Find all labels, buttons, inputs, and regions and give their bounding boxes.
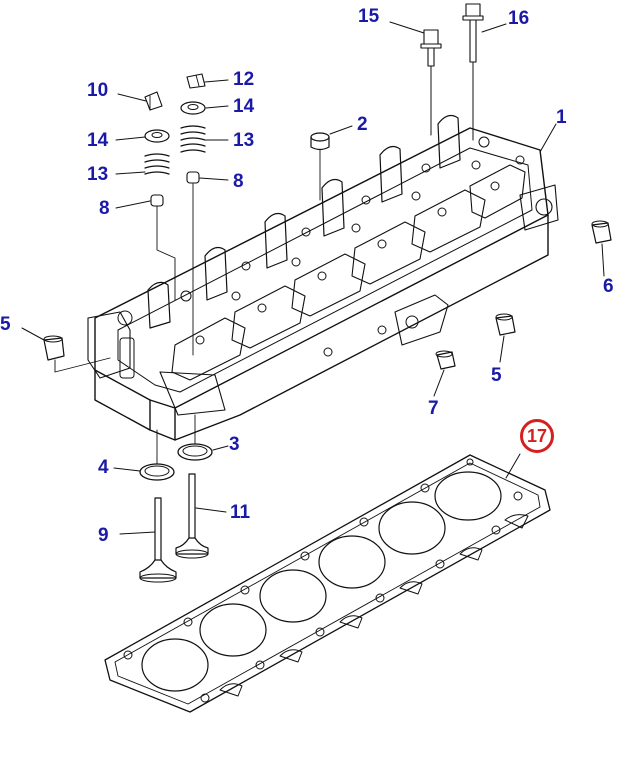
- callout-9[interactable]: 9: [98, 525, 109, 546]
- callout-4[interactable]: 4: [98, 457, 109, 478]
- callout-3[interactable]: 3: [229, 434, 240, 455]
- valve-spring-13: [144, 125, 206, 175]
- intake-valve-9: [139, 497, 177, 583]
- callout-14-upper[interactable]: 14: [233, 96, 255, 117]
- callout-10[interactable]: 10: [87, 80, 109, 101]
- callout-17-highlighted[interactable]: 17: [520, 419, 554, 453]
- callout-14-lower[interactable]: 14: [87, 130, 109, 151]
- dowel-2: [310, 132, 330, 201]
- bolt-16: [462, 3, 484, 141]
- callout-6[interactable]: 6: [603, 276, 614, 297]
- callout-13-left[interactable]: 13: [87, 164, 109, 185]
- callout-8-right[interactable]: 8: [233, 171, 244, 192]
- valve-cotter-10: [144, 91, 163, 111]
- spring-retainer-14: [144, 101, 206, 143]
- callout-11[interactable]: 11: [230, 502, 251, 523]
- callout-1[interactable]: 1: [556, 107, 567, 128]
- valve-cotter-12: [186, 73, 206, 89]
- callout-12[interactable]: 12: [233, 69, 255, 90]
- callout-5-right[interactable]: 5: [491, 365, 502, 386]
- seat-ring-3: [177, 443, 213, 461]
- callout-7[interactable]: 7: [428, 398, 439, 419]
- plug-5-left: [43, 335, 111, 373]
- callout-16[interactable]: 16: [508, 8, 530, 29]
- cylinder-head: [87, 114, 559, 441]
- exhaust-valve-11: [175, 473, 209, 559]
- plug-6: [591, 220, 612, 244]
- seat-ring-4: [139, 463, 175, 481]
- leader-lines: [21, 21, 605, 535]
- plug-5-right: [495, 313, 516, 336]
- plug-7: [435, 350, 456, 370]
- callout-15[interactable]: 15: [358, 6, 380, 27]
- valve-stem-seal-8: [150, 171, 200, 207]
- bolt-15: [420, 29, 442, 136]
- callout-2[interactable]: 2: [357, 114, 368, 135]
- callout-13-right[interactable]: 13: [233, 130, 255, 151]
- callout-8-left[interactable]: 8: [99, 198, 110, 219]
- callout-5-left[interactable]: 5: [0, 314, 11, 335]
- head-gasket-17: [104, 454, 551, 713]
